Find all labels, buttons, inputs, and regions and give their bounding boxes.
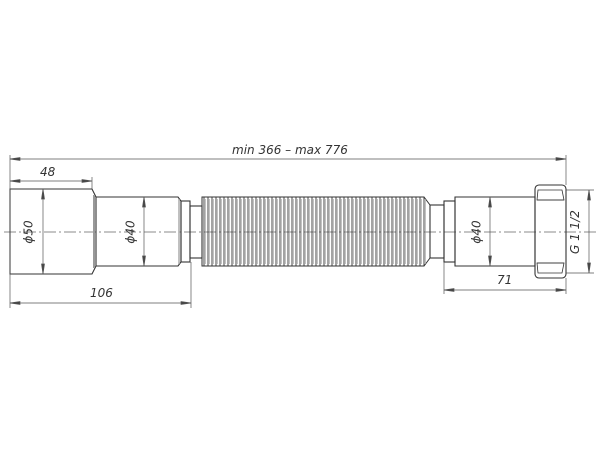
inlet-collar [180, 200, 191, 263]
inlet-length-label: 106 [90, 286, 113, 300]
coupling-nut [534, 184, 567, 279]
inlet-diameter-label: ϕ40 [123, 220, 138, 244]
socket-length-label: 48 [40, 165, 56, 179]
outlet-collar [443, 200, 456, 263]
outlet-body [454, 196, 536, 267]
socket-diameter-label: ϕ50 [21, 220, 36, 244]
thread-size-label: G 1 1/2 [567, 210, 582, 254]
outlet-length-label: 71 [497, 273, 513, 287]
outlet-neck [429, 204, 445, 259]
outlet-diameter-label: ϕ40 [469, 220, 484, 244]
overall-length-label: min 366 – max 776 [232, 143, 348, 157]
inlet-body [96, 196, 182, 267]
